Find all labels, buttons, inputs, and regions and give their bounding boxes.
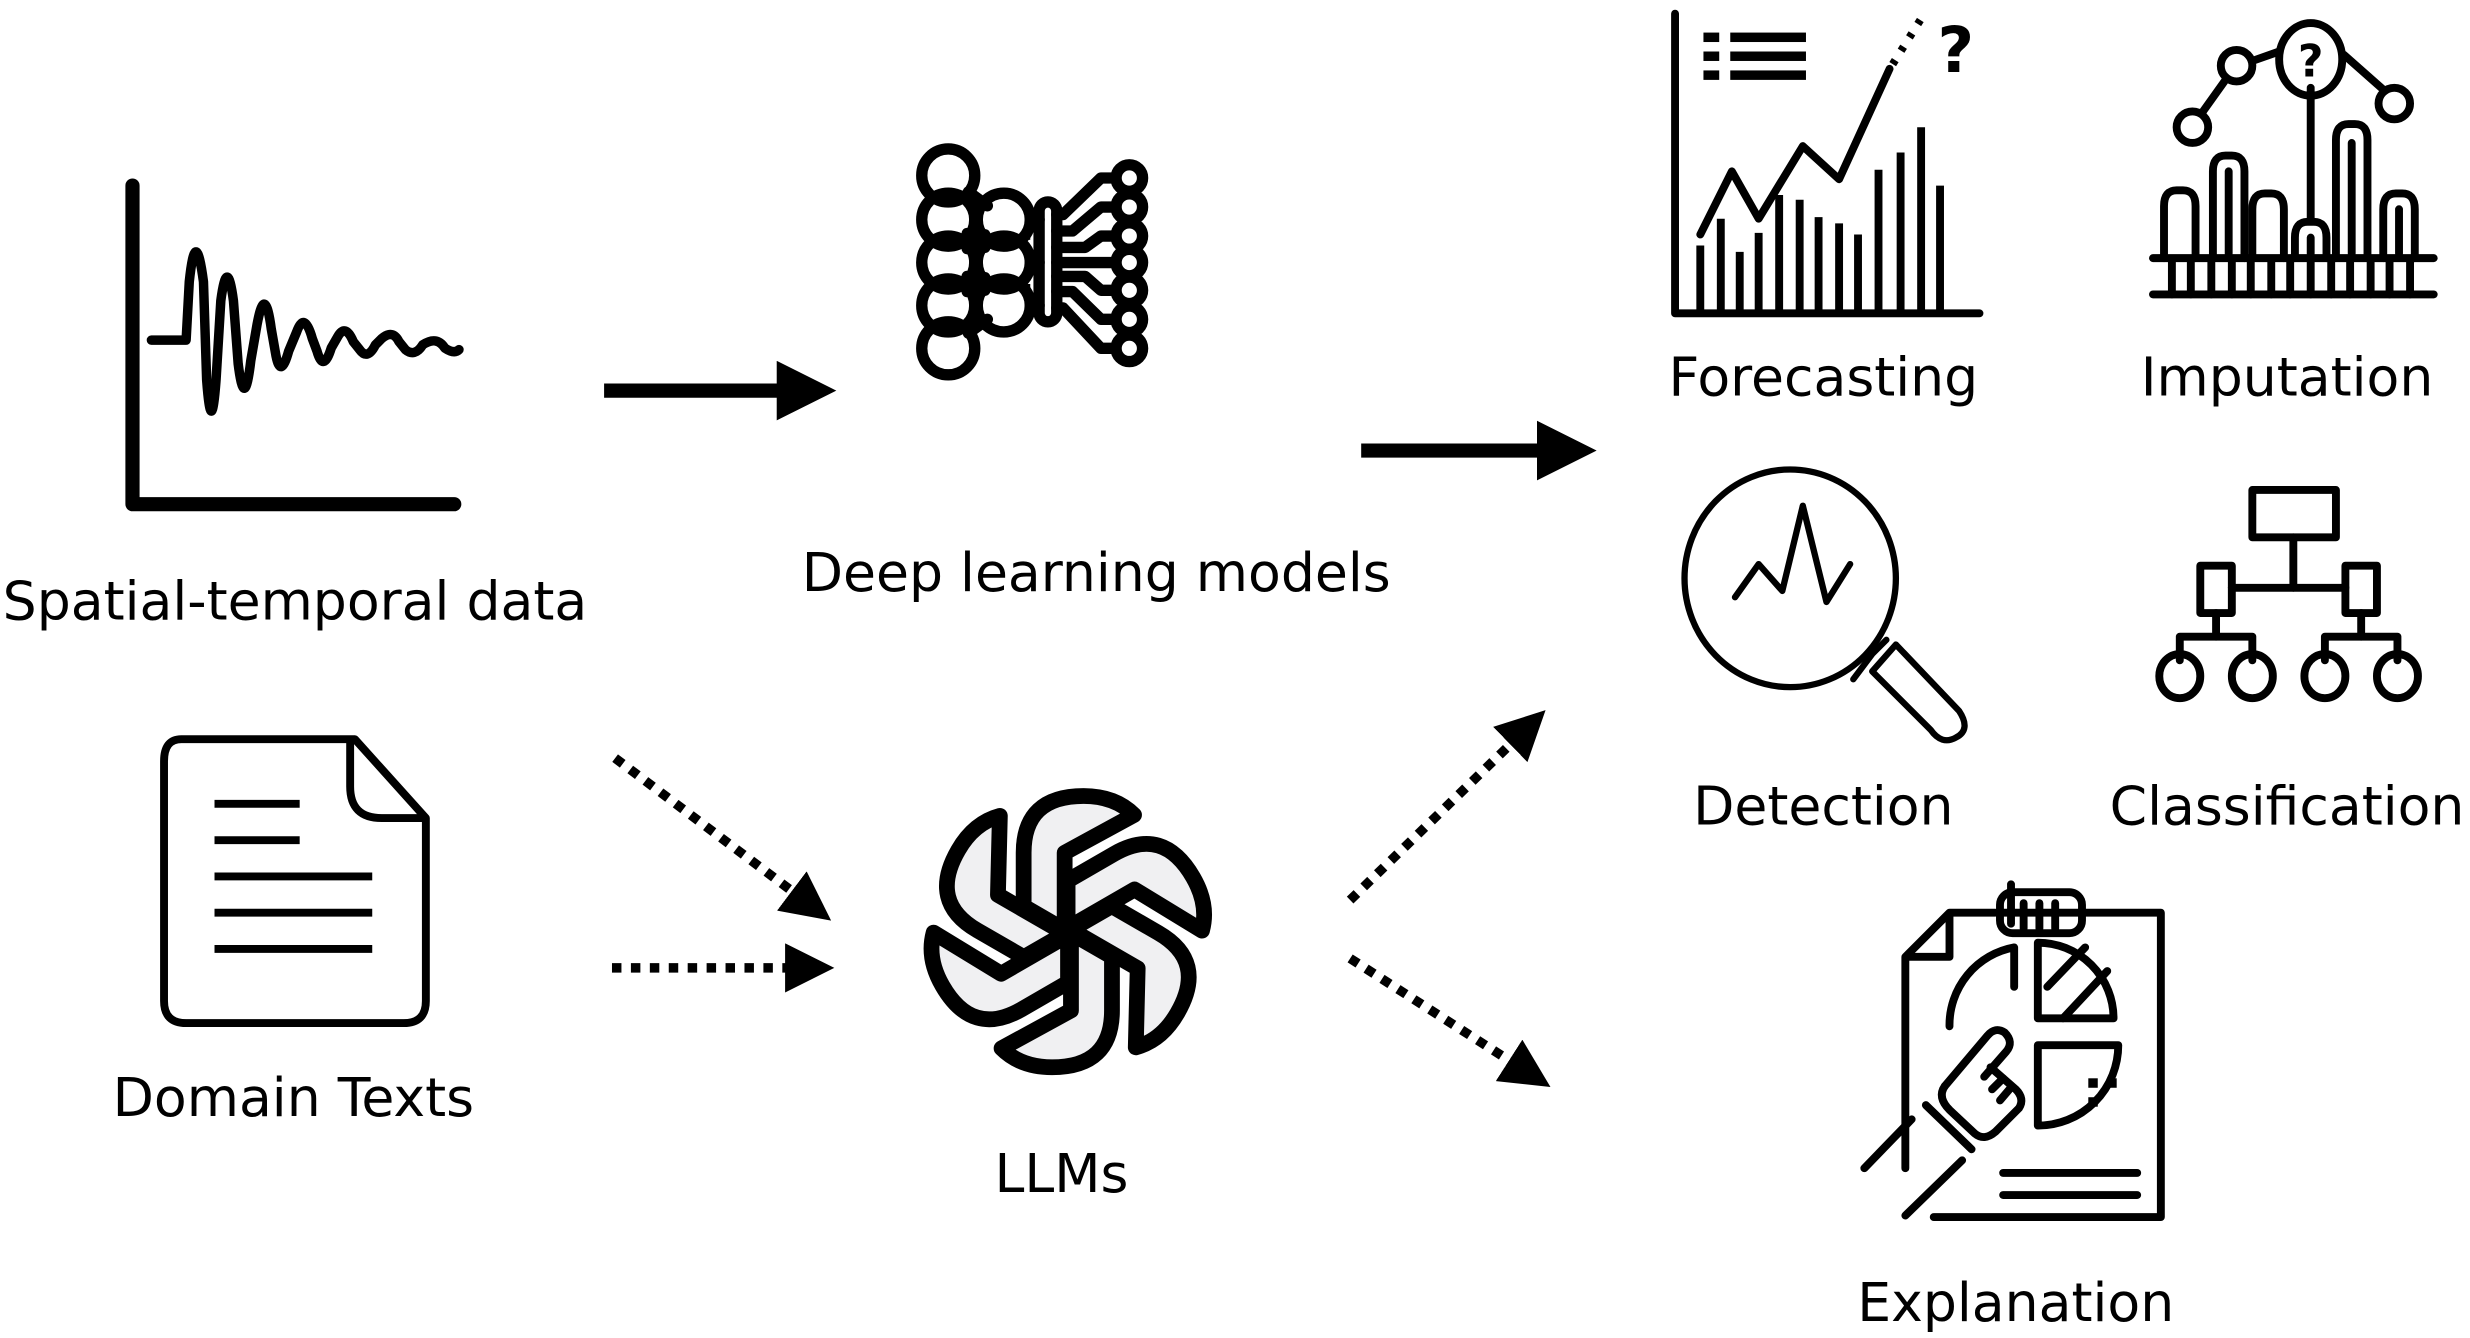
forecast-chart-icon: ? [1671, 9, 1984, 318]
domain-texts-label: Domain Texts [113, 1066, 474, 1129]
imputation-label: Imputation [2141, 345, 2434, 408]
time-series-chart-icon [125, 178, 464, 512]
forecasting-label: Forecasting [1668, 345, 1978, 408]
classification-node: Classification [2110, 486, 2465, 837]
llms-label: LLMs [995, 1142, 1129, 1205]
detection-label: Detection [1693, 774, 1953, 837]
neural-network-icon [916, 143, 1149, 381]
explanation-label: Explanation [1857, 1271, 2174, 1334]
question-mark-glyph: ? [1938, 13, 1975, 87]
imputation-node: ? Imputation [2141, 19, 2438, 408]
llm-logo-icon [917, 788, 1218, 1067]
classification-label: Classification [2110, 774, 2465, 837]
document-icon [160, 735, 430, 1028]
spatial-temporal-label: Spatial-temporal data [3, 569, 588, 632]
dotted-arrow-llms-to-tasks [1346, 710, 1546, 904]
explanation-node: Explanation [1857, 880, 2174, 1334]
dotted-arrow-data-to-llms [612, 754, 832, 921]
imputation-chart-icon: ? [2149, 19, 2438, 299]
forecasting-node: ? Forecasting [1668, 9, 1984, 408]
spatial-temporal-node: Spatial-temporal data [3, 178, 588, 632]
magnifier-icon [1681, 466, 1968, 744]
llms-node: LLMs [917, 788, 1218, 1205]
detection-node: Detection [1681, 466, 1968, 837]
domain-texts-node: Domain Texts [113, 735, 474, 1129]
deep-learning-label: Deep learning models [802, 541, 1391, 604]
report-pointer-icon [1860, 880, 2165, 1222]
hierarchy-tree-icon [2155, 486, 2422, 703]
dotted-arrow-llms-to-explanation [1347, 954, 1551, 1087]
deep-learning-node: Deep learning models [802, 143, 1391, 604]
question-mark-glyph: ? [2298, 37, 2324, 88]
